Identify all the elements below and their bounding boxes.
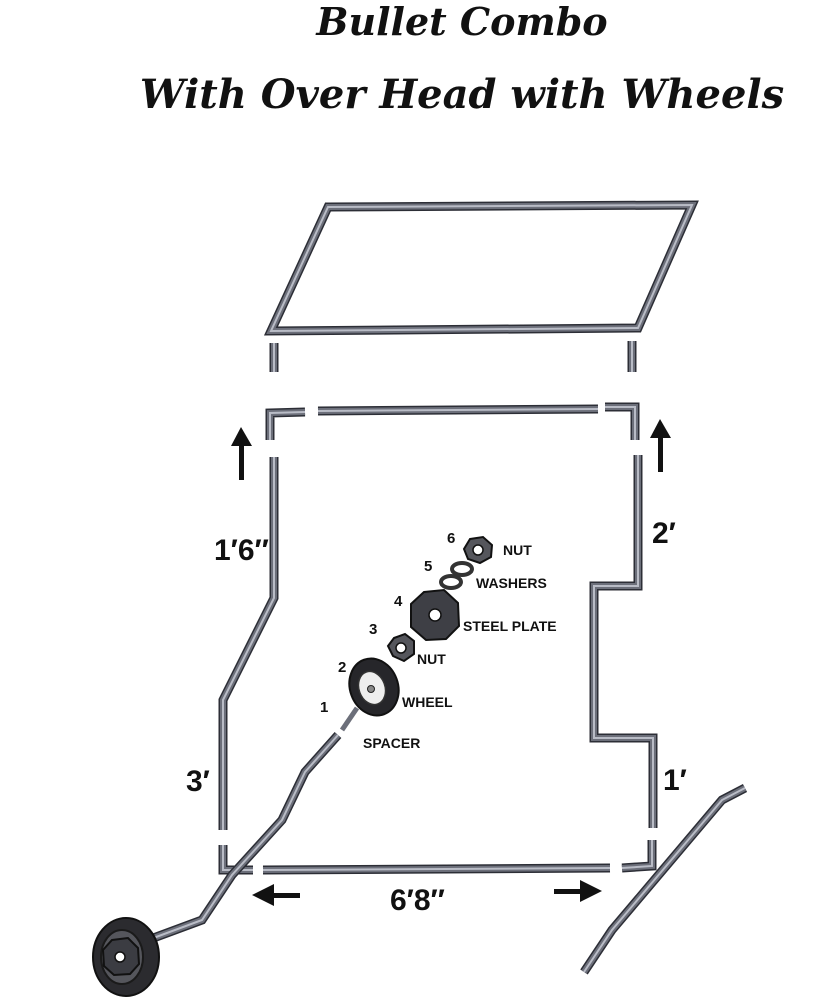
- part-number-2: 2: [338, 659, 346, 676]
- main-frame: [218, 402, 658, 875]
- dim-left-upper: 1′6″: [214, 534, 269, 567]
- washers: [439, 561, 474, 590]
- dim-right-upper: 2′: [652, 517, 676, 550]
- nut-6: [462, 535, 494, 565]
- wheel-axle-hole: [114, 951, 126, 963]
- overhead-tube-0-layer-1: [266, 201, 697, 335]
- part-label-wheel: WHEEL: [402, 694, 453, 710]
- mainframe-tube-7-layer-2: [593, 455, 654, 828]
- mainframe-tube-7-layer-1: [591, 455, 656, 828]
- arrow-up-left: [231, 427, 252, 480]
- part-number-4: 4: [394, 593, 403, 610]
- mainframe-tube-3-layer-2: [222, 457, 275, 830]
- rightbar-tube-0-layer-1: [581, 785, 747, 974]
- mainframe-tube-0-layer-0: [265, 407, 306, 440]
- mainframe-tube-1-layer-2: [317, 408, 599, 412]
- arrow-right-bottom: [554, 880, 602, 902]
- right-bar: [580, 784, 748, 975]
- mainframe-tube-0-layer-2: [269, 411, 306, 440]
- mainframe-tube-4-layer-2: [222, 845, 253, 871]
- mainframe-tube-5-layer-2: [262, 867, 611, 871]
- title-line-1: Bullet Combo: [315, 0, 607, 44]
- mainframe-tube-7-layer-0: [589, 455, 658, 828]
- mainframe-tube-6-layer-2: [621, 840, 653, 869]
- part-label-steel-plate: STEEL PLATE: [463, 618, 557, 634]
- dim-left-lower: 3′: [186, 765, 210, 798]
- overhead-tube-0-layer-0: [263, 200, 699, 336]
- dim-bottom: 6′8″: [390, 884, 445, 917]
- small-wheel: [348, 657, 400, 717]
- part-label-nut-3: NUT: [417, 651, 446, 667]
- overhead-tube-0-layer-2: [269, 203, 694, 333]
- part-number-6: 6: [447, 530, 455, 547]
- rightbar-tube-0-layer-0: [580, 784, 748, 975]
- title-line-2: With Over Head with Wheels: [140, 71, 784, 118]
- part-number-1: 1: [320, 699, 328, 716]
- spacer-rod: [339, 706, 360, 732]
- part-number-3: 3: [369, 621, 377, 638]
- part-number-5: 5: [424, 558, 432, 575]
- nut-3: [386, 632, 415, 663]
- wheelarm-tube-0-layer-2: [147, 734, 339, 941]
- dim-right-lower: 1′: [663, 764, 687, 797]
- mainframe-tube-2-layer-2: [605, 406, 636, 440]
- wheel-arm: [146, 732, 342, 945]
- steel-plate: [410, 588, 461, 642]
- mainframe-tube-2-layer-0: [605, 402, 640, 440]
- hardware-explode: [339, 535, 494, 732]
- part-label-nut-6: NUT: [503, 542, 532, 558]
- bottom-wheel: [92, 917, 160, 997]
- part-label-spacer: SPACER: [363, 735, 420, 751]
- rightbar-tube-0-layer-2: [583, 787, 746, 973]
- arrow-up-right: [650, 419, 671, 472]
- mainframe-tube-3-layer-1: [220, 457, 277, 830]
- arrow-left-bottom: [252, 884, 300, 906]
- part-label-washers: WASHERS: [476, 575, 547, 591]
- overhead-frame: [263, 200, 699, 372]
